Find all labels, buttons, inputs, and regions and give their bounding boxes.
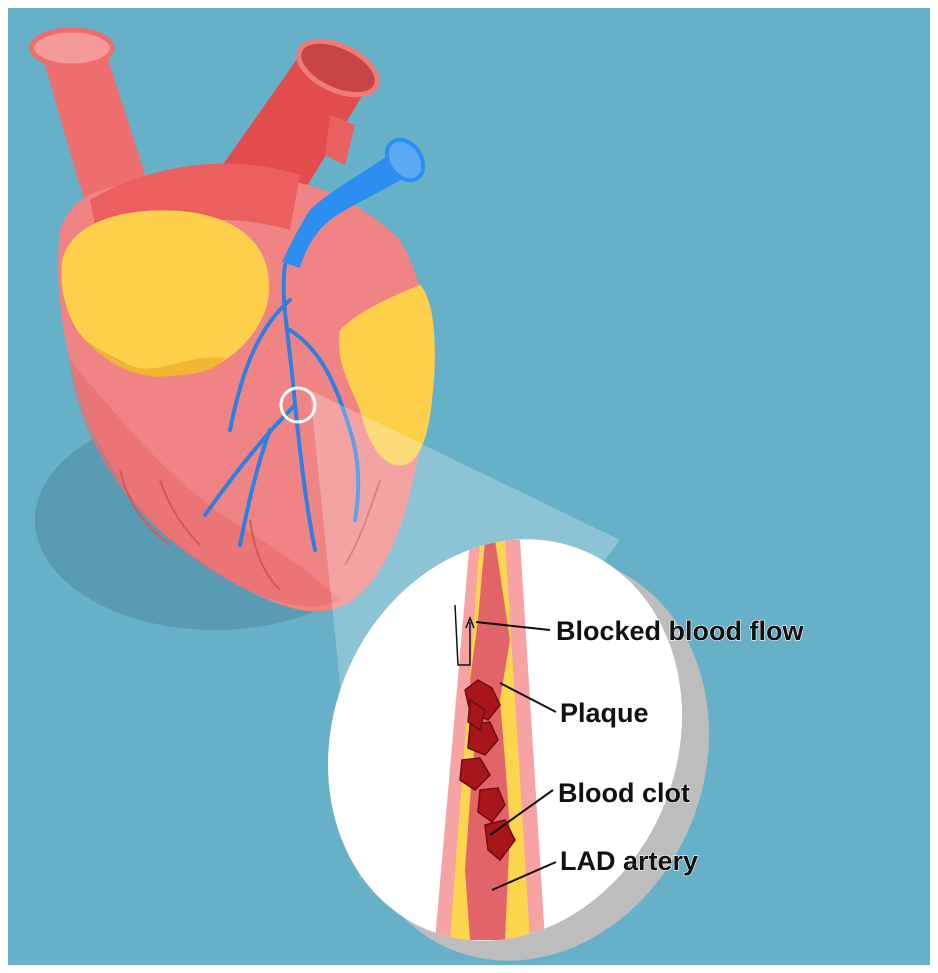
label-blocked-blood-flow: Blocked blood flow — [556, 616, 804, 646]
label-lad-artery: LAD artery — [560, 846, 698, 876]
label-plaque: Plaque — [560, 698, 649, 728]
label-blood-clot: Blood clot — [558, 778, 690, 808]
